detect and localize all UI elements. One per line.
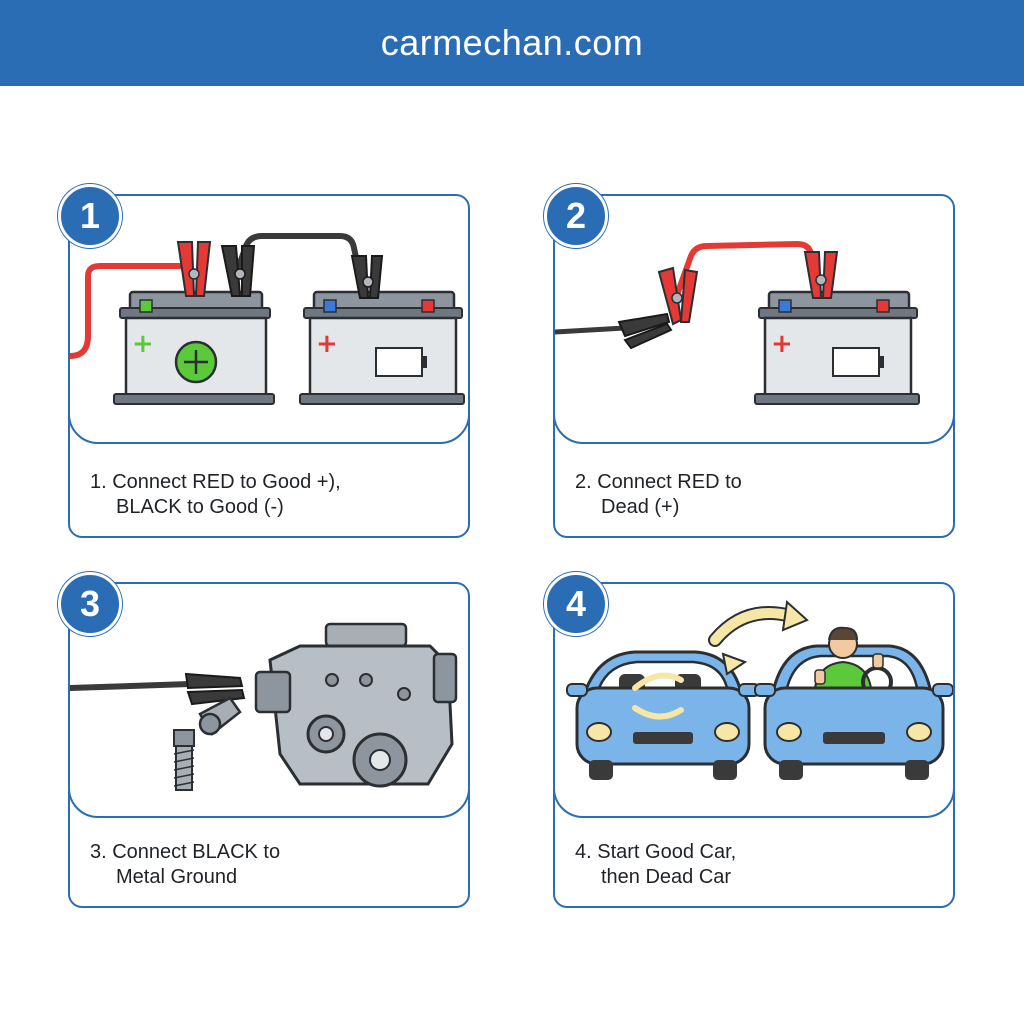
battery-to-battery-icon: + + — [70, 233, 465, 405]
step-1-caption-line-2: BLACK to Good (-) — [116, 496, 284, 518]
step-4-caption-line-1: 4. Start Good Car, — [575, 841, 737, 863]
site-title: carmechan.com — [380, 22, 644, 63]
step-card-4: 4. Start Good Car, then Dead Car — [553, 582, 955, 908]
svg-text:+: + — [316, 329, 338, 359]
two-cars-icon — [566, 600, 953, 780]
svg-text:+: + — [771, 329, 793, 359]
step-4-caption-line-2: then Dead Car — [601, 866, 732, 888]
svg-text:+: + — [132, 329, 154, 359]
site-header: carmechan.com — [0, 0, 1024, 86]
step-1-caption: 1. Connect RED to Good +), BLACK to Good… — [90, 470, 450, 520]
step-3-caption-line-2: Metal Ground — [116, 866, 238, 888]
step-card-2: + 2. Connect RED to Dead (+) — [553, 194, 955, 538]
step-2-caption-line-1: 2. Connect RED to — [575, 471, 742, 493]
step-2-illustration: + — [555, 196, 953, 444]
step-1-illustration: + + — [70, 196, 468, 444]
red-clamp-battery-icon: + — [555, 240, 920, 405]
step-1-caption-line-1: 1. Connect RED to Good +), — [90, 471, 341, 493]
step-number-badge-3: 3 — [58, 572, 122, 636]
step-3-caption: 3. Connect BLACK to Metal Ground — [90, 840, 450, 890]
step-4-caption: 4. Start Good Car, then Dead Car — [575, 840, 935, 890]
engine-ground-icon — [70, 622, 458, 791]
step-3-illustration — [70, 584, 468, 818]
step-number-badge-1: 1 — [58, 184, 122, 248]
step-number-badge-2: 2 — [544, 184, 608, 248]
step-2-caption-line-2: Dead (+) — [601, 496, 680, 518]
step-3-caption-line-1: 3. Connect BLACK to — [90, 841, 281, 863]
step-2-caption: 2. Connect RED to Dead (+) — [575, 470, 935, 520]
step-card-1: + + 1. Connect RED to Goo — [68, 194, 470, 538]
step-4-illustration — [555, 584, 953, 818]
step-card-3: 3. Connect BLACK to Metal Ground — [68, 582, 470, 908]
step-number-badge-4: 4 — [544, 572, 608, 636]
